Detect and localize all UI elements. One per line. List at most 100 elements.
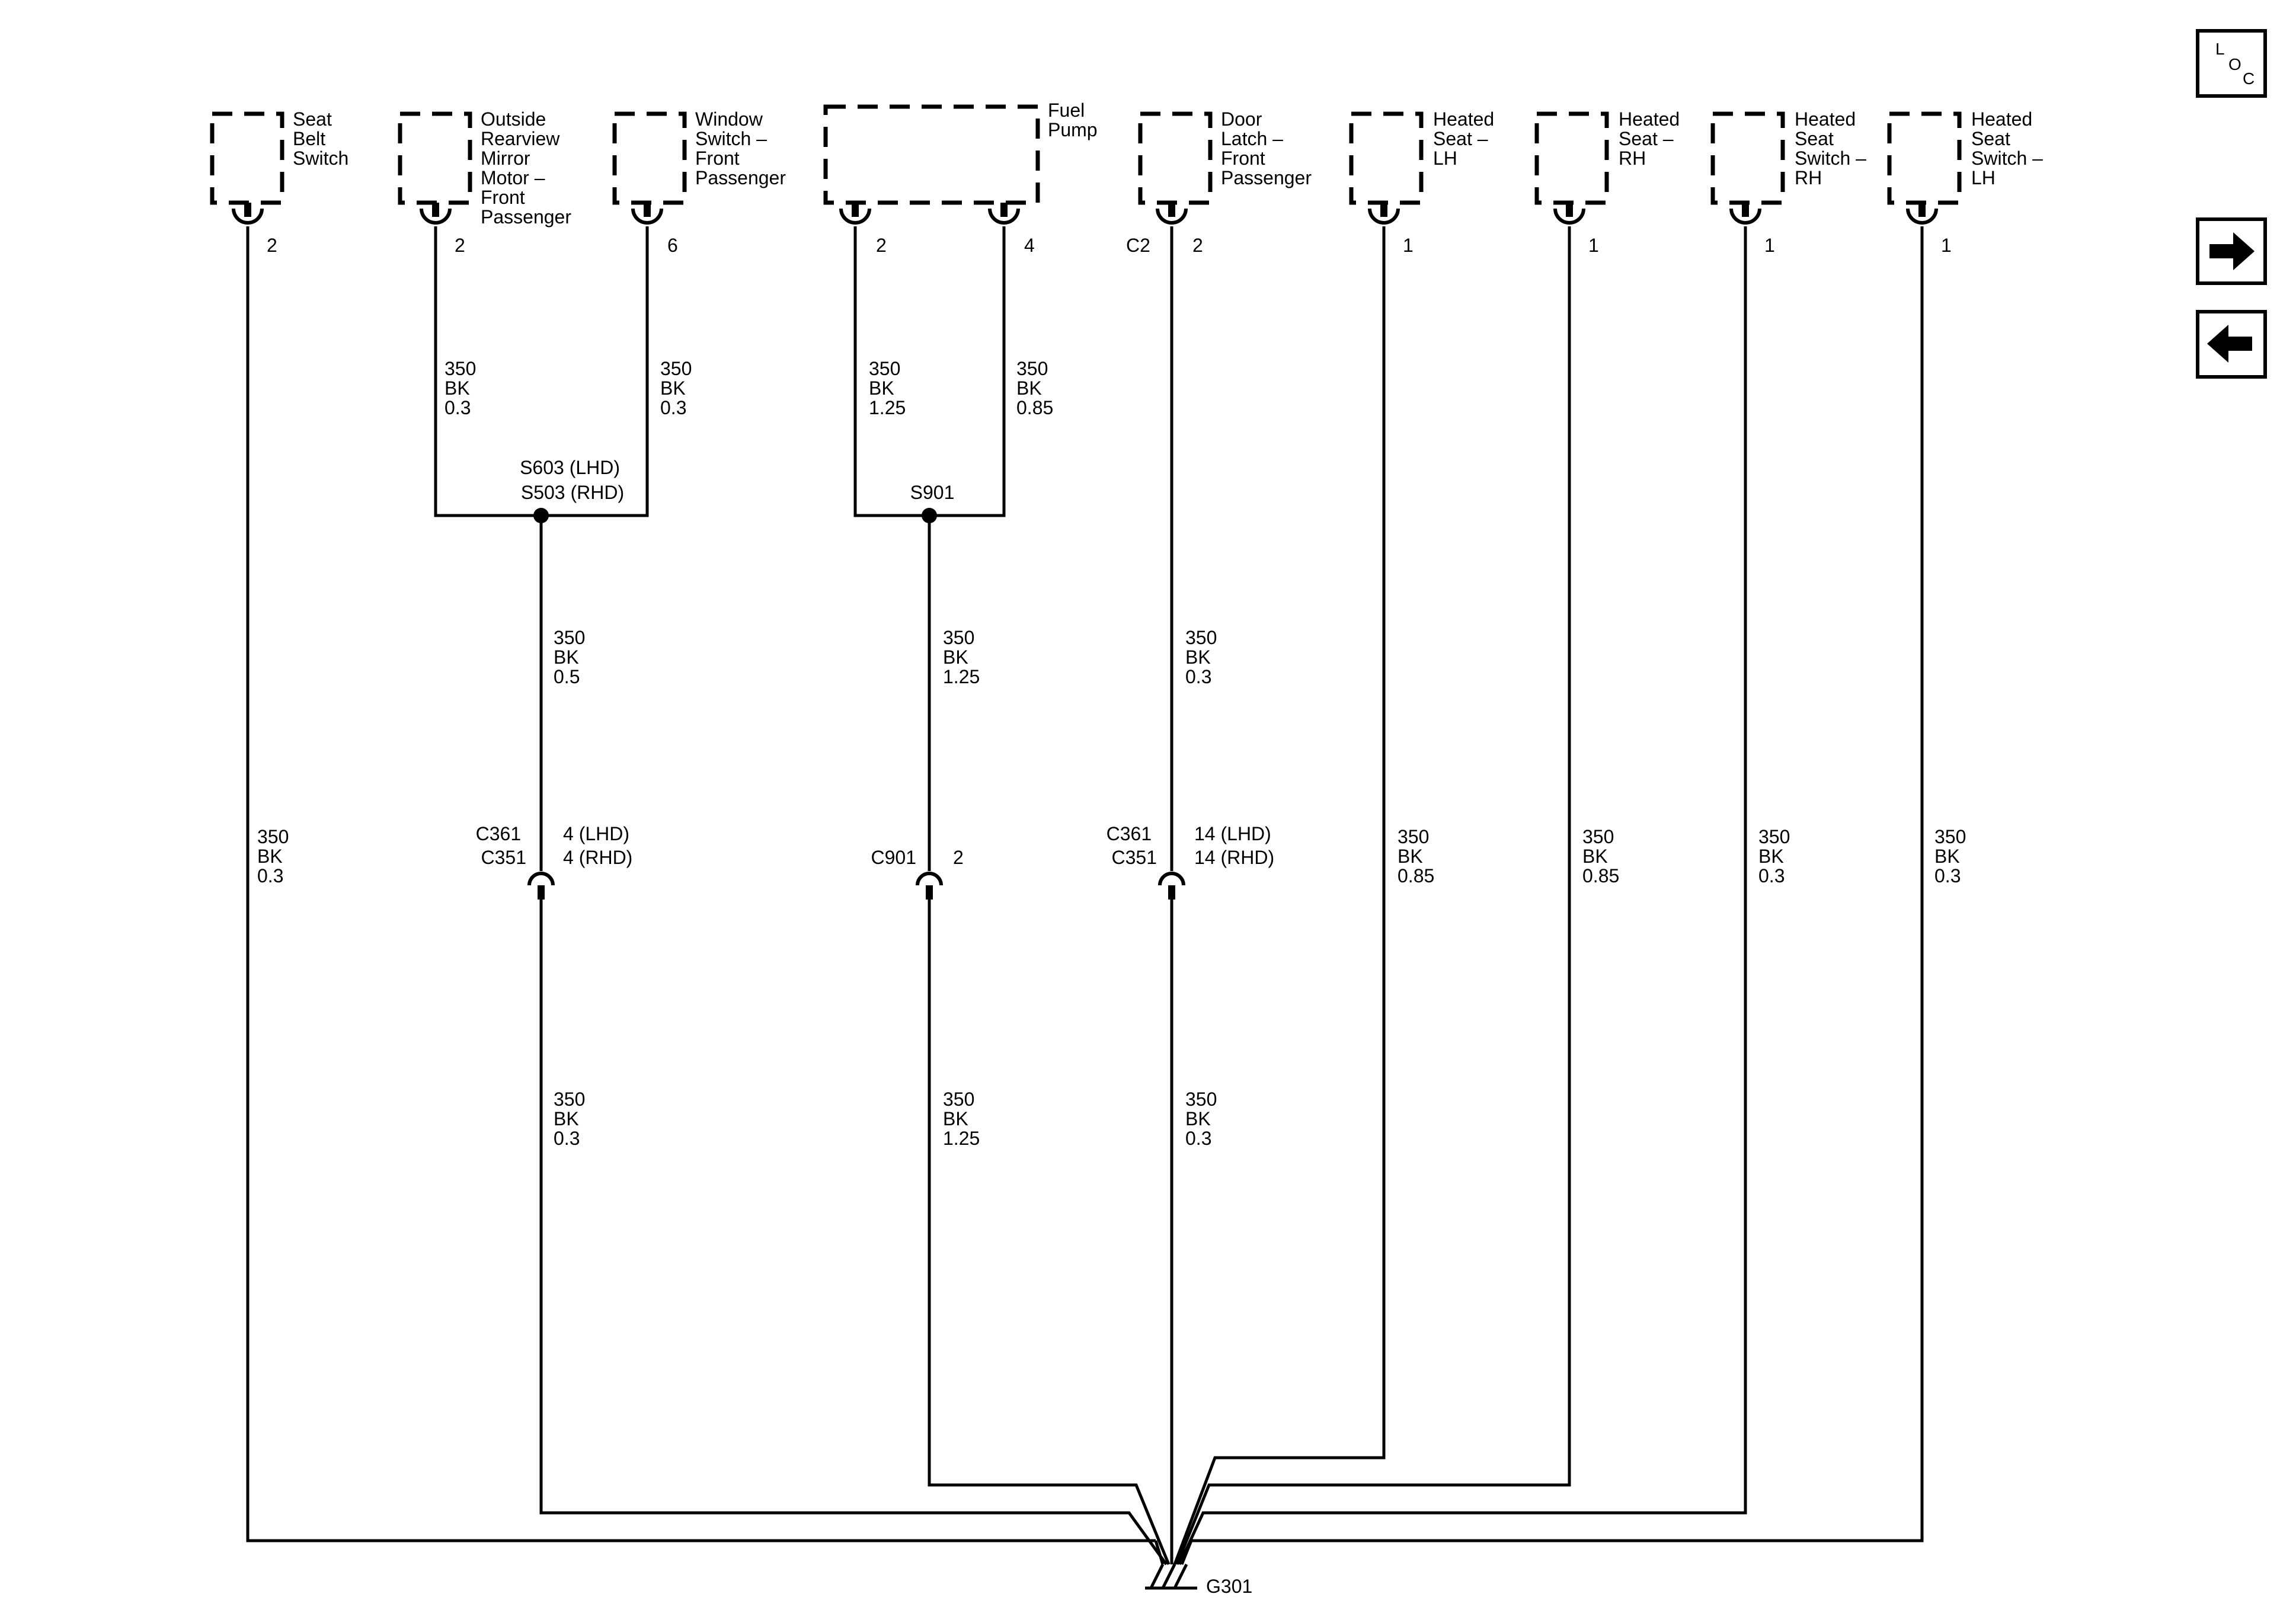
label-heated-seat-rh: Heated Seat – RH <box>1619 108 1685 169</box>
terminal-pin <box>1380 203 1387 217</box>
inline-connector-symbols <box>527 872 1185 900</box>
loc-letter-o: O <box>2228 55 2241 73</box>
arrow-right-icon <box>2209 232 2255 270</box>
splice-label-s603-s503: S603 (LHD) S503 (RHD) <box>520 457 625 503</box>
terminal-pin <box>1918 203 1926 217</box>
wire-label-doorlatch-c361: 350 BK 0.3 <box>1185 627 1222 687</box>
inline-connectors: C361 C351 4 (LHD) 4 (RHD) C901 2 C361 C3… <box>476 823 1277 868</box>
label-heated-seat-switch-lh: Heated Seat Switch – LH <box>1971 108 2048 188</box>
pin-window-6: 6 <box>667 235 678 256</box>
label-door-latch: Door Latch – Front Passenger <box>1221 108 1312 188</box>
inline-left-names: C361 C351 <box>476 823 526 868</box>
terminal-cup <box>988 208 1020 225</box>
splice-labels: S603 (LHD) S503 (RHD) S901 <box>520 457 954 503</box>
inline-right-names: C361 C351 <box>1107 823 1157 868</box>
connector-door-latch-c2: C2 <box>1126 235 1150 256</box>
wire-heatedseat-rh-ground <box>1175 226 1571 1565</box>
inline-connector-pin <box>538 885 545 900</box>
wire-label-mirror: 350 BK 0.3 <box>445 358 481 418</box>
terminal-pin <box>244 203 251 217</box>
box-heated-seat-switch-lh[interactable] <box>1887 111 1962 205</box>
terminal-pin <box>432 203 439 217</box>
box-seat-belt-switch[interactable] <box>210 111 284 205</box>
label-mirror-motor: Outside Rearview Mirror Motor – Front Pa… <box>481 108 571 228</box>
inline-c901-pin: 2 <box>953 847 964 868</box>
terminal-pin <box>1000 203 1008 217</box>
wire-labels: 350 BK 0.3 350 BK 0.3 350 BK 1.25 350 BK… <box>257 358 1971 1149</box>
splice-label-s901: S901 <box>910 482 955 503</box>
splice-dot-s901 <box>922 508 937 523</box>
terminal-cup <box>839 208 871 225</box>
pin-fuelpump-2: 2 <box>876 235 887 256</box>
terminal-pin <box>1566 203 1573 217</box>
wire-seatbelt-ground <box>246 226 1156 1542</box>
wire-label-c361b-ground: 350 BK 0.3 <box>1185 1089 1222 1149</box>
ground-symbol <box>1145 1563 1197 1590</box>
pin-numbers: 2 2 6 2 4 C2 2 1 1 1 1 <box>267 235 1952 256</box>
inline-connector-cup <box>916 872 943 886</box>
wire-label-heatedseatswitch-lh: 350 BK 0.3 <box>1934 826 1971 886</box>
label-seat-belt-switch: Seat Belt Switch <box>293 108 348 169</box>
box-door-latch[interactable] <box>1138 111 1213 205</box>
terminal-pin <box>1742 203 1749 217</box>
loc-letter-c: C <box>2243 69 2255 88</box>
ground-label: G301 <box>1206 1576 1252 1597</box>
wire-c361-ground <box>539 889 1168 1566</box>
label-heated-seat-switch-rh: Heated Seat Switch – RH <box>1795 108 1872 188</box>
inline-right-pins: 14 (LHD) 14 (RHD) <box>1194 823 1277 868</box>
wire-c901-ground <box>928 889 1171 1565</box>
wire-heatedseatswitch-lh-ground <box>1180 226 1924 1565</box>
terminal-cup <box>1906 208 1938 225</box>
ground-g301: G301 <box>1145 1563 1252 1597</box>
pin-mirror-2: 2 <box>455 235 465 256</box>
wire-label-c901-ground: 350 BK 1.25 <box>943 1089 980 1149</box>
inline-left-pins: 4 (LHD) 4 (RHD) <box>563 823 635 868</box>
wire-fan-left <box>1154 1540 1165 1565</box>
terminal-cup <box>420 208 452 225</box>
wire-label-fuelpump-2: 350 BK 1.25 <box>869 358 906 418</box>
wire-label-fuelpump-4: 350 BK 0.85 <box>1016 358 1053 418</box>
terminal-cup <box>1368 208 1400 225</box>
box-heated-seat-lh[interactable] <box>1349 111 1424 205</box>
loc-button[interactable]: L O C <box>2196 29 2267 98</box>
inline-connector-pin <box>1168 885 1175 900</box>
back-button[interactable] <box>2196 310 2267 379</box>
pin-fuelpump-4: 4 <box>1024 235 1035 256</box>
wire-label-seatbelt: 350 BK 0.3 <box>257 826 294 886</box>
box-heated-seat-rh[interactable] <box>1534 111 1609 205</box>
box-heated-seat-switch-rh[interactable] <box>1710 111 1785 205</box>
pin-heated-seat-switch-lh-1: 1 <box>1941 235 1952 256</box>
pin-heated-seat-switch-rh-1: 1 <box>1764 235 1775 256</box>
terminal-cup <box>232 208 264 225</box>
wire-label-window: 350 BK 0.3 <box>660 358 697 418</box>
inline-c901-name: C901 <box>871 847 917 868</box>
terminal-cup <box>1553 208 1585 225</box>
pin-heated-seat-lh-1: 1 <box>1403 235 1414 256</box>
pin-door-latch-2: 2 <box>1192 235 1203 256</box>
pin-heated-seat-rh-1: 1 <box>1588 235 1599 256</box>
wires <box>246 226 1924 1566</box>
box-fuel-pump[interactable] <box>823 104 1040 205</box>
wire-heatedseat-lh-ground <box>1173 226 1386 1565</box>
loc-button-frame[interactable] <box>2196 29 2267 98</box>
inline-connector-cup <box>1158 872 1185 886</box>
label-fuel-pump: Fuel Pump <box>1048 100 1098 140</box>
terminal-pin <box>852 203 859 217</box>
box-mirror-motor[interactable] <box>398 111 472 205</box>
inline-connector-pin <box>926 885 933 900</box>
forward-button[interactable] <box>2196 217 2267 285</box>
wire-label-heatedseatswitch-rh: 350 BK 0.3 <box>1758 826 1795 886</box>
terminal-cup <box>631 208 663 225</box>
arrow-left-icon <box>2207 325 2252 363</box>
terminal-pin <box>644 203 651 217</box>
splice-dot-s603 <box>533 508 549 523</box>
wire-heatedseatswitch-rh-ground <box>1178 226 1747 1566</box>
terminal-cup <box>1729 208 1761 225</box>
wire-label-s603-c361: 350 BK 0.5 <box>554 627 590 687</box>
pin-seat-belt-2: 2 <box>267 235 277 256</box>
label-heated-seat-lh: Heated Seat – LH <box>1433 108 1499 169</box>
inline-connector-cup <box>527 872 555 886</box>
component-terminals <box>232 203 1938 225</box>
wire-label-s901-c901: 350 BK 1.25 <box>943 627 980 687</box>
box-window-switch[interactable] <box>612 111 687 205</box>
